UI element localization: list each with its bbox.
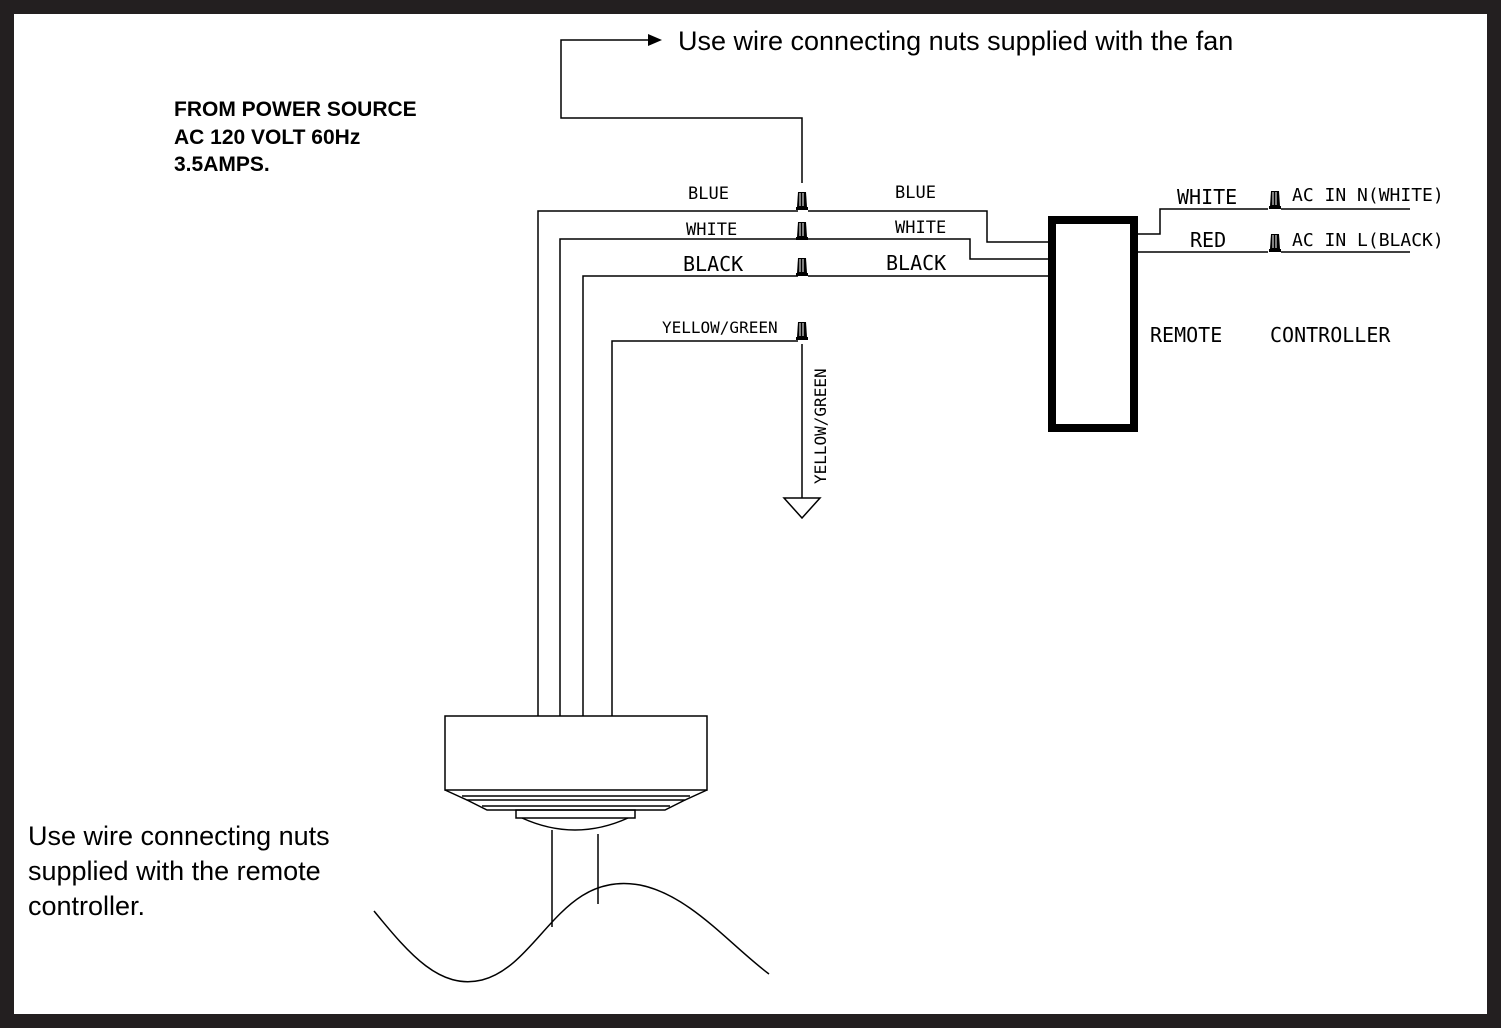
label-ctrl-white: WHITE <box>895 218 946 238</box>
fan-wire-black <box>582 275 798 716</box>
ctrl-wire-white <box>808 238 1048 260</box>
fan-canopy <box>373 715 770 983</box>
wire-nut-icon <box>795 321 809 341</box>
fan-housing-curve <box>373 882 770 983</box>
top-note: Use wire connecting nuts supplied with t… <box>678 26 1233 56</box>
remote-controller-box <box>1048 216 1138 432</box>
wire-nut-icon <box>1268 233 1282 253</box>
power-source-line-1: FROM POWER SOURCE <box>174 98 417 121</box>
label-ctrl-black: BLACK <box>886 251 946 275</box>
label-input-red: RED <box>1190 228 1226 252</box>
ctrl-wire-blue <box>808 210 1048 243</box>
input-wire-white <box>1138 208 1268 235</box>
label-fan-white: WHITE <box>686 220 737 240</box>
top-note-arrow <box>560 34 803 183</box>
controller-label-1: REMOTE <box>1150 323 1222 347</box>
wire-nut-icon <box>795 191 809 211</box>
terminal-ac-in-n: AC IN N(WHITE) <box>1292 185 1444 206</box>
bottom-note-line-2: supplied with the remote <box>28 856 321 886</box>
arrow-icon <box>648 34 662 46</box>
wire-nut-icon <box>795 221 809 241</box>
bottom-note-line-1: Use wire connecting nuts <box>28 821 330 851</box>
fan-wire-blue <box>537 210 798 716</box>
label-fan-blue: BLUE <box>688 184 729 204</box>
label-ground-vertical: YELLOW/GREEN <box>811 368 830 484</box>
terminal-ac-in-l: AC IN L(BLACK) <box>1292 230 1444 251</box>
input-wires <box>1138 208 1410 253</box>
fan-wires <box>537 210 798 716</box>
power-source-line-3: 3.5AMPS. <box>174 153 270 176</box>
canopy-body <box>444 715 708 791</box>
bottom-note-line-3: controller. <box>28 891 145 921</box>
label-input-white: WHITE <box>1177 185 1237 209</box>
power-source-line-2: AC 120 VOLT 60Hz <box>174 126 360 149</box>
label-fan-ground: YELLOW/GREEN <box>662 318 778 337</box>
wire-nut-icon <box>795 257 809 277</box>
fan-wire-ground <box>611 340 798 716</box>
controller-label-2: CONTROLLER <box>1270 323 1391 347</box>
fan-wire-white <box>559 238 798 716</box>
ground-symbol-icon <box>782 497 822 520</box>
wire-nut-icon <box>1268 190 1282 210</box>
controller-wires <box>808 210 1048 277</box>
label-ctrl-blue: BLUE <box>895 183 936 203</box>
label-fan-black: BLACK <box>683 252 743 276</box>
